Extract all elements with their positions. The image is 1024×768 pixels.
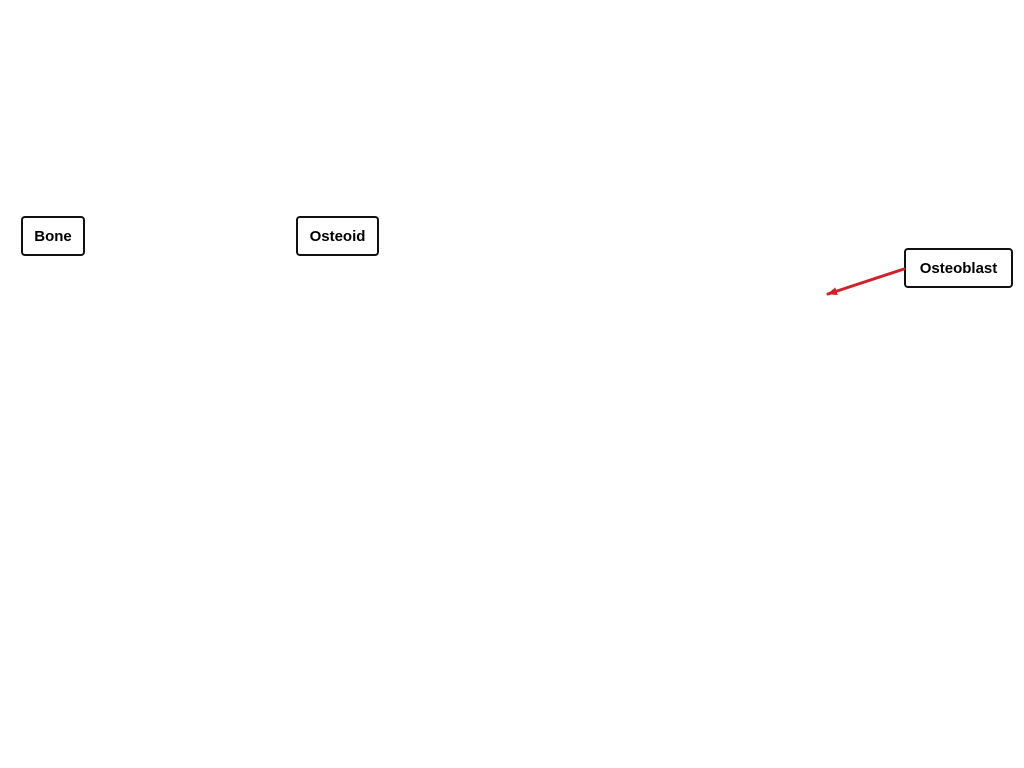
label-osteoid: Osteoid xyxy=(296,216,379,256)
osteoblast-pointer-arrow xyxy=(826,267,906,296)
label-osteoblast: Osteoblast xyxy=(904,248,1013,288)
label-bone: Bone xyxy=(21,216,85,256)
